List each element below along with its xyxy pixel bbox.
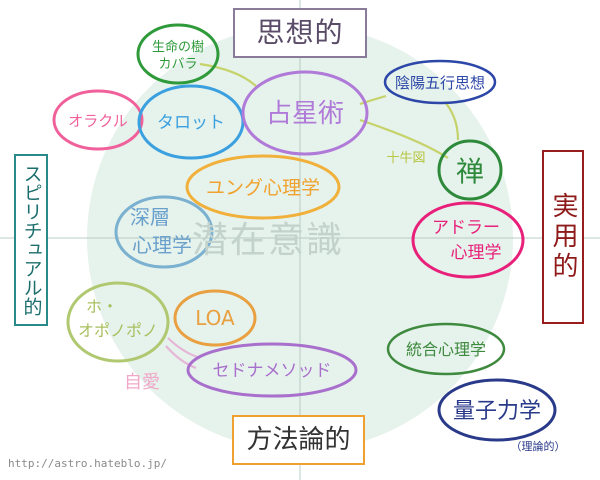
connector-inyo-zen [444,101,460,141]
quantum-ellipse [437,378,557,442]
axis-bottom-label: 方法論的 [246,425,351,455]
axis-top-box: 思想的 [233,8,367,58]
zen-label: 禅 [456,155,484,188]
kabbalah-label-line2: カバラ [158,57,197,72]
astrology-ellipse [241,70,369,156]
jiai-label: 自愛 [124,372,160,393]
kabbalah-ellipse [136,23,220,85]
tougou-ellipse [386,322,506,376]
axis-right-label: 実用的 [548,192,578,282]
inyo-ellipse [383,59,497,105]
adler-label-line2: 心理学 [451,243,502,263]
connector-ho-sedona-2 [165,345,197,370]
center-label: 潜在意識 [192,220,344,261]
sedona-label: セドナメソッド [213,361,332,381]
astrology-label: 占星術 [266,99,344,129]
jyugyuzu-label: 十牛図 [386,151,425,166]
axis-bottom-box: 方法論的 [232,415,365,465]
axis-left-label: スピリチュアル的 [20,164,43,316]
loa-ellipse [173,289,257,347]
source-url[interactable]: http://astro.hateblo.jp/ [8,457,167,470]
riron-label: （理論的） [511,439,566,453]
zen-ellipse [437,139,503,201]
kabbalah-label-line1: 生命の樹 [152,39,204,55]
inyo-label: 陰陽五行思想 [395,74,485,92]
tougou-label: 統合心理学 [406,340,486,359]
depth-psych-label-line1: 深層 [130,205,170,229]
oracle-label: オラクル [68,112,128,130]
connector-kabbalah-astrology [199,62,259,89]
adler-ellipse [411,201,525,279]
depth-psych-ellipse [114,195,214,269]
hooponopono-label-line2: オポノポノ [78,321,158,340]
oracle-ellipse [52,89,144,151]
axis-right-box: 実用的 [542,150,584,324]
connector-astrology-inyo [359,94,387,106]
axis-top-label: 思想的 [256,16,344,49]
sedona-ellipse [186,342,358,398]
quantum-label: 量子力学 [453,399,541,424]
hooponopono-label-line1: ホ・ [86,297,118,316]
loa-label: LOA [195,306,235,330]
axis-left-box: スピリチュアル的 [14,154,48,326]
adler-label-line1: アドラー [432,218,500,238]
hooponopono-ellipse [66,281,170,363]
depth-psych-label-line2: 心理学 [132,233,192,257]
jung-label: ユング心理学 [206,177,320,199]
tarot-label: タロット [157,113,225,133]
jung-ellipse [185,154,341,220]
